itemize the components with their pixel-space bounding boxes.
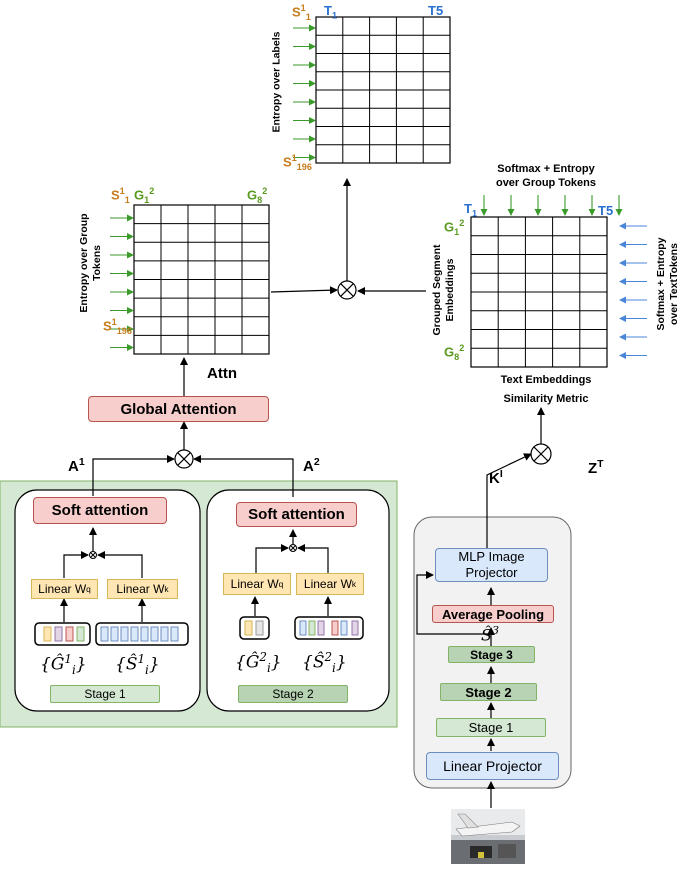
top-matrix-row-arrows <box>293 24 316 161</box>
stage2-label-box: Stage 2 <box>238 685 348 703</box>
right-matrix-top-caption: Softmax + Entropy over Group Tokens <box>495 163 597 189</box>
a1-label: A1 <box>68 456 85 475</box>
multiply-node-similarity <box>530 443 552 465</box>
left-col-last-label: G82 <box>247 186 268 205</box>
right-matrix-left-label: Grouped Segment Embeddings <box>431 244 456 336</box>
global-attention-box: Global Attention <box>88 396 269 422</box>
right-col-last-label: T5 <box>598 203 614 218</box>
multiply-node-stage2-small <box>289 544 297 552</box>
right-col-first-label: T1 <box>464 201 478 219</box>
right-matrix-side-caption: Softmax + Entropy over TextTokens <box>655 237 680 331</box>
left-matrix-grid <box>133 204 270 355</box>
multiply-node-stage1-small <box>89 551 97 559</box>
s-hat-set-stage2: {Ŝ2i} <box>302 650 347 676</box>
segment-tokens-bar-stage1 <box>95 622 189 646</box>
group-tokens-bar-stage2 <box>239 616 270 640</box>
airplane-photo <box>451 809 525 864</box>
left-row-last-label: S1196 <box>103 317 132 336</box>
right-matrix-grid <box>470 216 608 368</box>
mlp-image-projector-box: MLP Image Projector <box>435 548 548 582</box>
soft-attention-box-stage2: Soft attention <box>236 502 357 527</box>
right-row-first-label: G12 <box>444 218 465 237</box>
s3-hat-label: Ŝ3 <box>481 624 500 645</box>
soft-attention-box-stage1: Soft attention <box>33 497 167 524</box>
encoder-stage1-box: Stage 1 <box>436 718 546 737</box>
multiply-node-center <box>337 280 357 300</box>
top-matrix-title: Entropy over Labels <box>270 31 283 133</box>
top-row-last-label: S1196 <box>283 153 312 172</box>
encoder-stage3-box: Stage 3 <box>448 646 535 663</box>
left-matrix-title: Entropy over Group Tokens <box>78 213 103 313</box>
segment-tokens-bar-stage2 <box>294 616 364 640</box>
g-hat-set-stage2: {Ĝ2i} <box>235 650 282 676</box>
top-matrix-grid <box>315 16 451 164</box>
right-matrix-column-arrows <box>480 195 623 216</box>
group-tokens-bar-stage1 <box>34 622 91 646</box>
attn-label: Attn <box>207 365 237 382</box>
multiply-node-global <box>174 449 194 469</box>
a2-label: A2 <box>303 456 320 475</box>
connectors <box>60 178 545 808</box>
stage2-panel <box>206 489 390 712</box>
top-col-first-label: T1 <box>324 3 338 21</box>
top-row-first-label: S11 <box>292 3 311 22</box>
s-hat-set-stage1: {Ŝ1i} <box>115 652 160 678</box>
right-matrix-row-arrows <box>619 222 647 359</box>
encoder-stage2-box: Stage 2 <box>440 683 537 701</box>
average-pooling-box: Average Pooling <box>432 605 554 623</box>
g-hat-set-stage1: {Ĝ1i} <box>40 652 87 678</box>
top-col-last-label: T5 <box>428 3 444 18</box>
right-row-last-label: G82 <box>444 343 465 362</box>
stage1-panel <box>14 489 201 712</box>
k-label: KI <box>489 468 503 487</box>
right-matrix-bottom-caption: Text Embeddings Similarity Metric <box>500 374 592 405</box>
linear-projector-box: Linear Projector <box>426 752 559 780</box>
left-matrix-row-arrows <box>110 214 134 351</box>
stage1-label-box: Stage 1 <box>50 685 160 703</box>
left-row-first-label: S11 <box>111 186 130 205</box>
left-col-first-label: G12 <box>134 186 155 205</box>
z-label: ZT <box>588 458 604 477</box>
